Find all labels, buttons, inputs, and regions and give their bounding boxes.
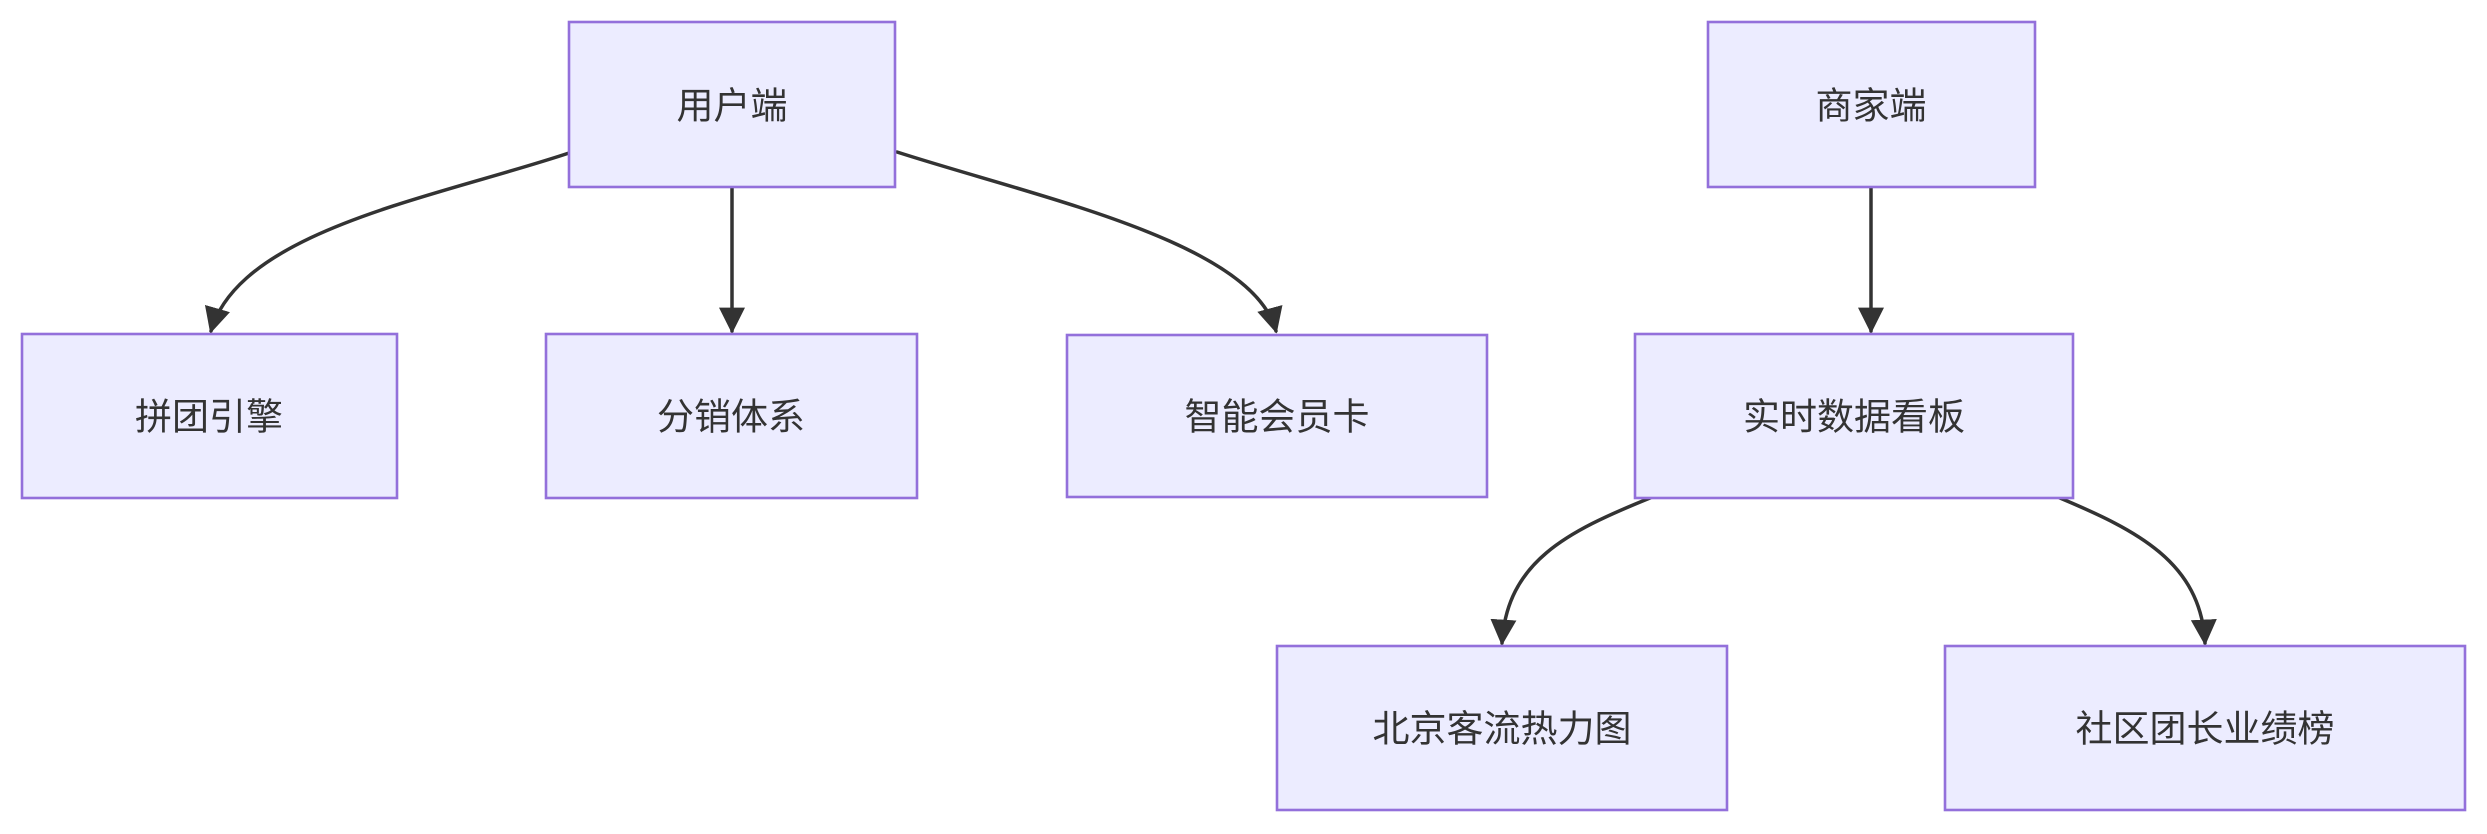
node-distribution-system-label: 分销体系: [657, 397, 805, 438]
node-smart-membership-card-label: 智能会员卡: [1185, 397, 1370, 438]
node-merchant-app-label: 商家端: [1816, 86, 1927, 127]
node-leader-leaderboard-box: [1943, 644, 2467, 812]
node-user-app: 用户端: [567, 20, 897, 189]
node-layer: 用户端 商家端 拼团引擎 分销体系 智能会员卡 实时数据看板: [20, 20, 2467, 812]
node-distribution-system: 分销体系: [544, 332, 919, 500]
edge-layer: [205, 150, 2217, 646]
node-leader-leaderboard: 社区团长业绩榜: [1943, 644, 2467, 812]
node-realtime-dashboard-label: 实时数据看板: [1743, 397, 1965, 438]
edge-realtime-dashboard-to-leader-leaderboard: [2058, 496, 2217, 646]
node-group-buy-engine-box: [20, 332, 399, 500]
node-group-buy-engine-label: 拼团引擎: [135, 397, 283, 438]
node-merchant-app-box: [1706, 20, 2037, 189]
node-realtime-dashboard: 实时数据看板: [1633, 332, 2075, 500]
node-user-app-box: [567, 20, 897, 189]
node-smart-membership-card-box: [1065, 333, 1489, 499]
edge-user-app-to-group-buy-engine: [205, 151, 571, 334]
node-smart-membership-card: 智能会员卡: [1065, 333, 1489, 499]
node-beijing-heatmap-label: 北京客流热力图: [1373, 709, 1632, 750]
node-leader-leaderboard-label: 社区团长业绩榜: [2076, 709, 2335, 750]
node-realtime-dashboard-box: [1633, 332, 2075, 500]
edge-user-app-to-smart-membership-card: [895, 150, 1283, 334]
node-distribution-system-box: [544, 332, 919, 500]
node-beijing-heatmap: 北京客流热力图: [1275, 644, 1729, 812]
node-beijing-heatmap-box: [1275, 644, 1729, 812]
node-merchant-app: 商家端: [1706, 20, 2037, 189]
edge-realtime-dashboard-to-beijing-heatmap: [1490, 496, 1652, 646]
node-group-buy-engine: 拼团引擎: [20, 332, 399, 500]
node-user-app-label: 用户端: [677, 86, 788, 127]
